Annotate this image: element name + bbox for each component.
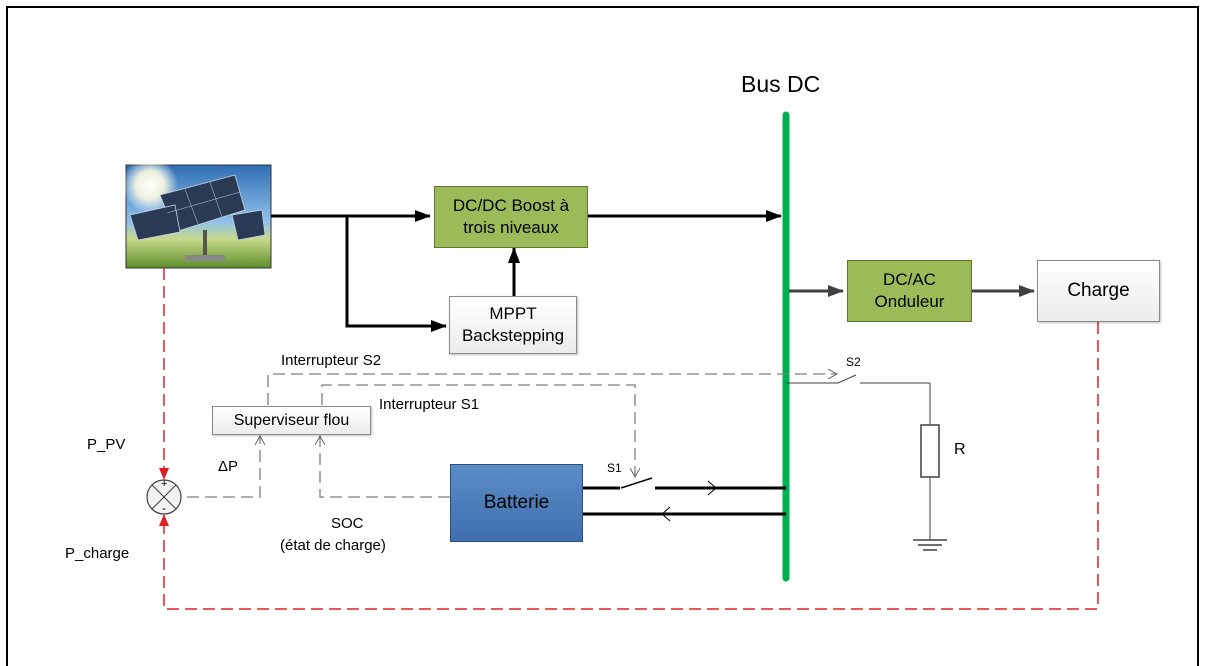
mppt-backstepping-block: MPPT Backstepping bbox=[449, 296, 577, 354]
interrupteur-s1-label: Interrupteur S1 bbox=[379, 396, 480, 413]
dc-ac-onduleur-block: DC/AC Onduleur bbox=[847, 260, 972, 322]
s2-resistor-branch bbox=[786, 374, 947, 551]
battery-current-arrows bbox=[661, 480, 717, 522]
superviseur-flou-block: Superviseur flou bbox=[212, 406, 371, 435]
control-signals bbox=[187, 374, 837, 498]
summing-junction bbox=[146, 479, 182, 515]
diagram-frame bbox=[6, 6, 1199, 666]
dc-dc-boost-block: DC/DC Boost à trois niveaux bbox=[434, 186, 588, 248]
bus-dc-label: Bus DC bbox=[741, 71, 821, 97]
batterie-block: Batterie bbox=[450, 464, 583, 542]
soc-label: SOC bbox=[331, 515, 364, 532]
s2-label: S2 bbox=[846, 355, 861, 369]
feedback-lines bbox=[159, 268, 1099, 610]
soc-description-label: (état de charge) bbox=[280, 537, 386, 554]
power-lines bbox=[271, 210, 786, 516]
sum-plus-sign: + bbox=[161, 478, 168, 490]
p-pv-label: P_PV bbox=[87, 436, 126, 453]
solar-panel-image bbox=[122, 157, 272, 269]
charge-block: Charge bbox=[1037, 260, 1160, 322]
p-charge-label: P_charge bbox=[65, 545, 130, 562]
delta-p-label: ΔP bbox=[218, 458, 239, 475]
s1-label: S1 bbox=[607, 461, 622, 475]
resistor-label: R bbox=[954, 441, 966, 458]
interrupteur-s2-label: Interrupteur S2 bbox=[281, 352, 382, 369]
sum-minus-sign: - bbox=[162, 501, 166, 515]
